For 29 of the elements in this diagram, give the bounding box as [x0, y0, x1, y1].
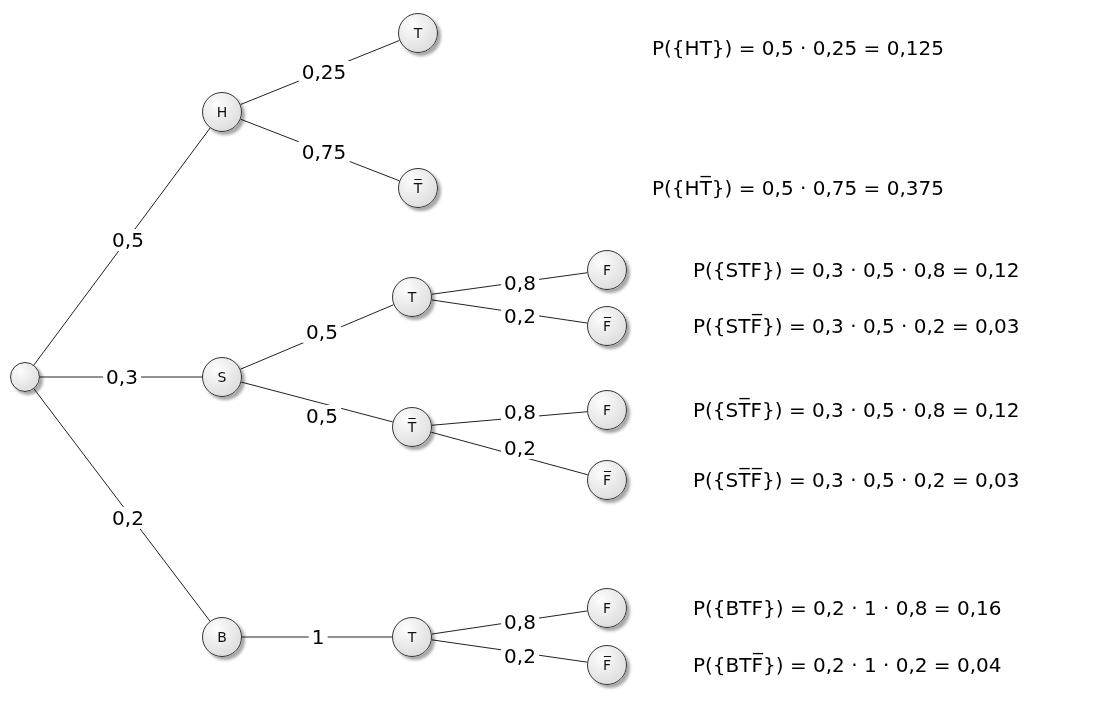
node-circle: F: [587, 588, 627, 628]
edge-label: 0,25: [298, 61, 350, 83]
probability-formula: P({HT̅}) = 0,5 · 0,75 = 0,375: [652, 176, 944, 200]
root-circle: [10, 362, 40, 392]
node-circle: F̅: [587, 460, 627, 500]
node-circle: F: [587, 390, 627, 430]
node-circle: S: [202, 357, 242, 397]
probability-formula: P({STF}) = 0,3 · 0,5 · 0,8 = 0,12: [693, 258, 1020, 282]
node-circle: T̅: [398, 168, 438, 208]
node-circle: T: [392, 617, 432, 657]
node-circle: T: [398, 13, 438, 53]
probability-formula: P({STF̅}) = 0,3 · 0,5 · 0,2 = 0,03: [693, 314, 1020, 338]
branch-line: [33, 388, 211, 622]
branch-line: [33, 127, 211, 366]
probability-formula: P({ST̅F}) = 0,3 · 0,5 · 0,8 = 0,12: [693, 398, 1020, 422]
branch-line: [241, 636, 393, 638]
node-circle: F: [587, 250, 627, 290]
node-circle: T̅: [392, 407, 432, 447]
node-circle: B: [202, 617, 242, 657]
edge-label: 0,75: [298, 141, 350, 163]
probability-formula: P({BTF̅}) = 0,2 · 1 · 0,2 = 0,04: [693, 653, 1002, 677]
probability-formula: P({ST̅F̅}) = 0,3 · 0,5 · 0,2 = 0,03: [693, 468, 1020, 492]
probability-formula: P({BTF}) = 0,2 · 1 · 0,8 = 0,16: [693, 596, 1002, 620]
probability-formula: P({HT}) = 0,5 · 0,25 = 0,125: [652, 36, 944, 60]
node-circle: T: [392, 277, 432, 317]
branch-line: [240, 381, 394, 423]
node-circle: F̅: [587, 645, 627, 685]
node-circle: H: [202, 92, 242, 132]
node-circle: F̅: [587, 306, 627, 346]
